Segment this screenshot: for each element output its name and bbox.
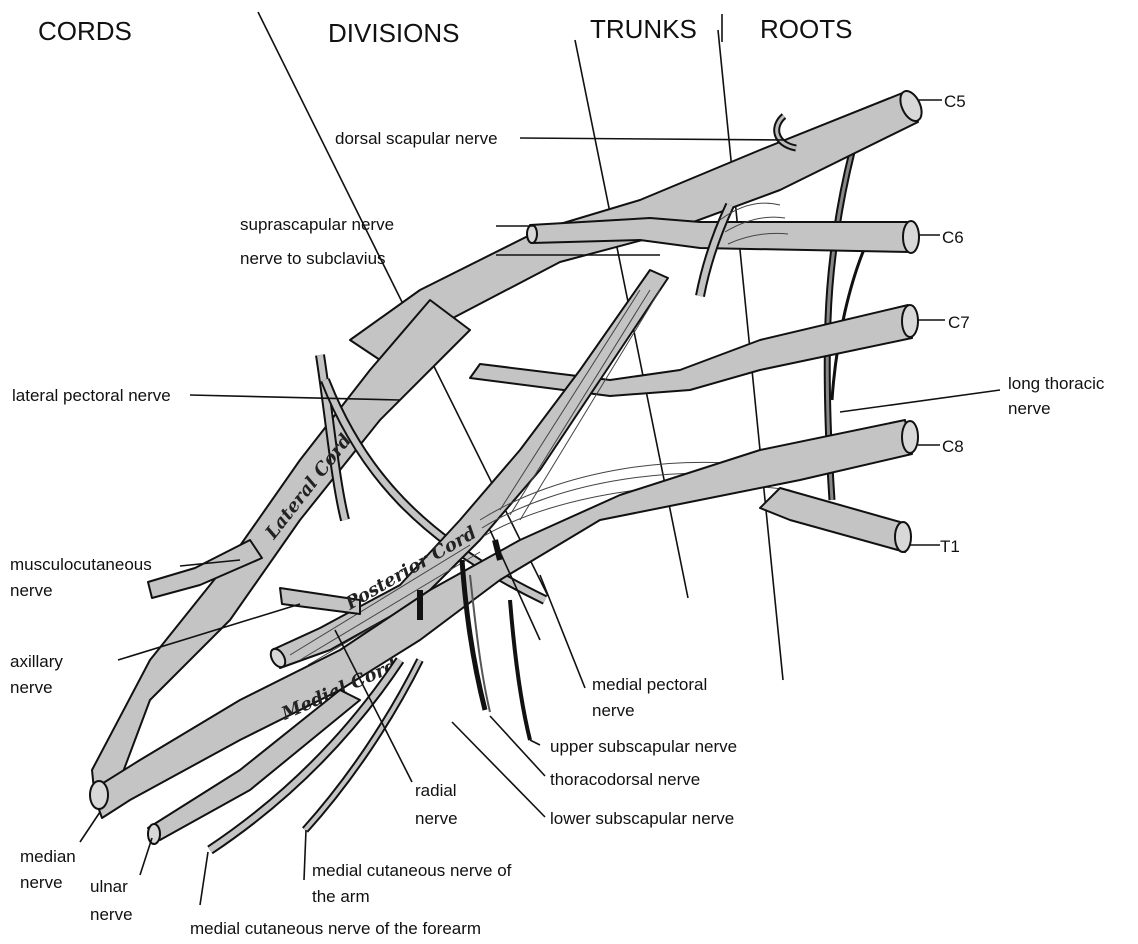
label-radial-1: radial	[415, 781, 457, 800]
label-ulnar-1: ulnar	[90, 877, 128, 896]
section-divider-lines	[258, 12, 783, 680]
label-med-cut-forearm: medial cutaneous nerve of the forearm	[190, 919, 481, 938]
label-lower-subscapular: lower subscapular nerve	[550, 809, 734, 828]
header-roots: ROOTS	[760, 14, 852, 44]
label-musculocutaneous-2: nerve	[10, 581, 53, 600]
root-label-c7: C7	[948, 313, 970, 332]
header-trunks: TRUNKS	[590, 14, 697, 44]
label-med-cut-arm-1: medial cutaneous nerve of	[312, 861, 512, 880]
label-long-thoracic-2: nerve	[1008, 399, 1051, 418]
label-median-2: nerve	[20, 873, 63, 892]
label-medial-pectoral-2: nerve	[592, 701, 635, 720]
label-dorsal-scapular: dorsal scapular nerve	[335, 129, 498, 148]
label-median-1: median	[20, 847, 76, 866]
root-label-c6: C6	[942, 228, 964, 247]
header-divisions: DIVISIONS	[328, 18, 459, 48]
label-musculocutaneous-1: musculocutaneous	[10, 555, 152, 574]
label-medial-pectoral-1: medial pectoral	[592, 675, 707, 694]
label-axillary-2: nerve	[10, 678, 53, 697]
label-long-thoracic-1: long thoracic	[1008, 374, 1105, 393]
root-label-t1: T1	[940, 537, 960, 556]
header-cords: CORDS	[38, 16, 132, 46]
label-suprascapular: suprascapular nerve	[240, 215, 394, 234]
label-lateral-pectoral: lateral pectoral nerve	[12, 386, 171, 405]
column-headers: CORDS DIVISIONS TRUNKS ROOTS	[38, 14, 852, 48]
root-labels: C5 C6 C7 C8 T1	[940, 92, 970, 556]
middle-trunk-shape	[470, 305, 918, 396]
label-thoracodorsal: thoracodorsal nerve	[550, 770, 700, 789]
label-upper-subscapular: upper subscapular nerve	[550, 737, 737, 756]
label-ulnar-2: nerve	[90, 905, 133, 924]
label-axillary-1: axillary	[10, 652, 63, 671]
label-subclavius: nerve to subclavius	[240, 249, 386, 268]
label-radial-2: nerve	[415, 809, 458, 828]
label-med-cut-arm-2: the arm	[312, 887, 370, 906]
root-label-c8: C8	[942, 437, 964, 456]
root-label-c5: C5	[944, 92, 966, 111]
